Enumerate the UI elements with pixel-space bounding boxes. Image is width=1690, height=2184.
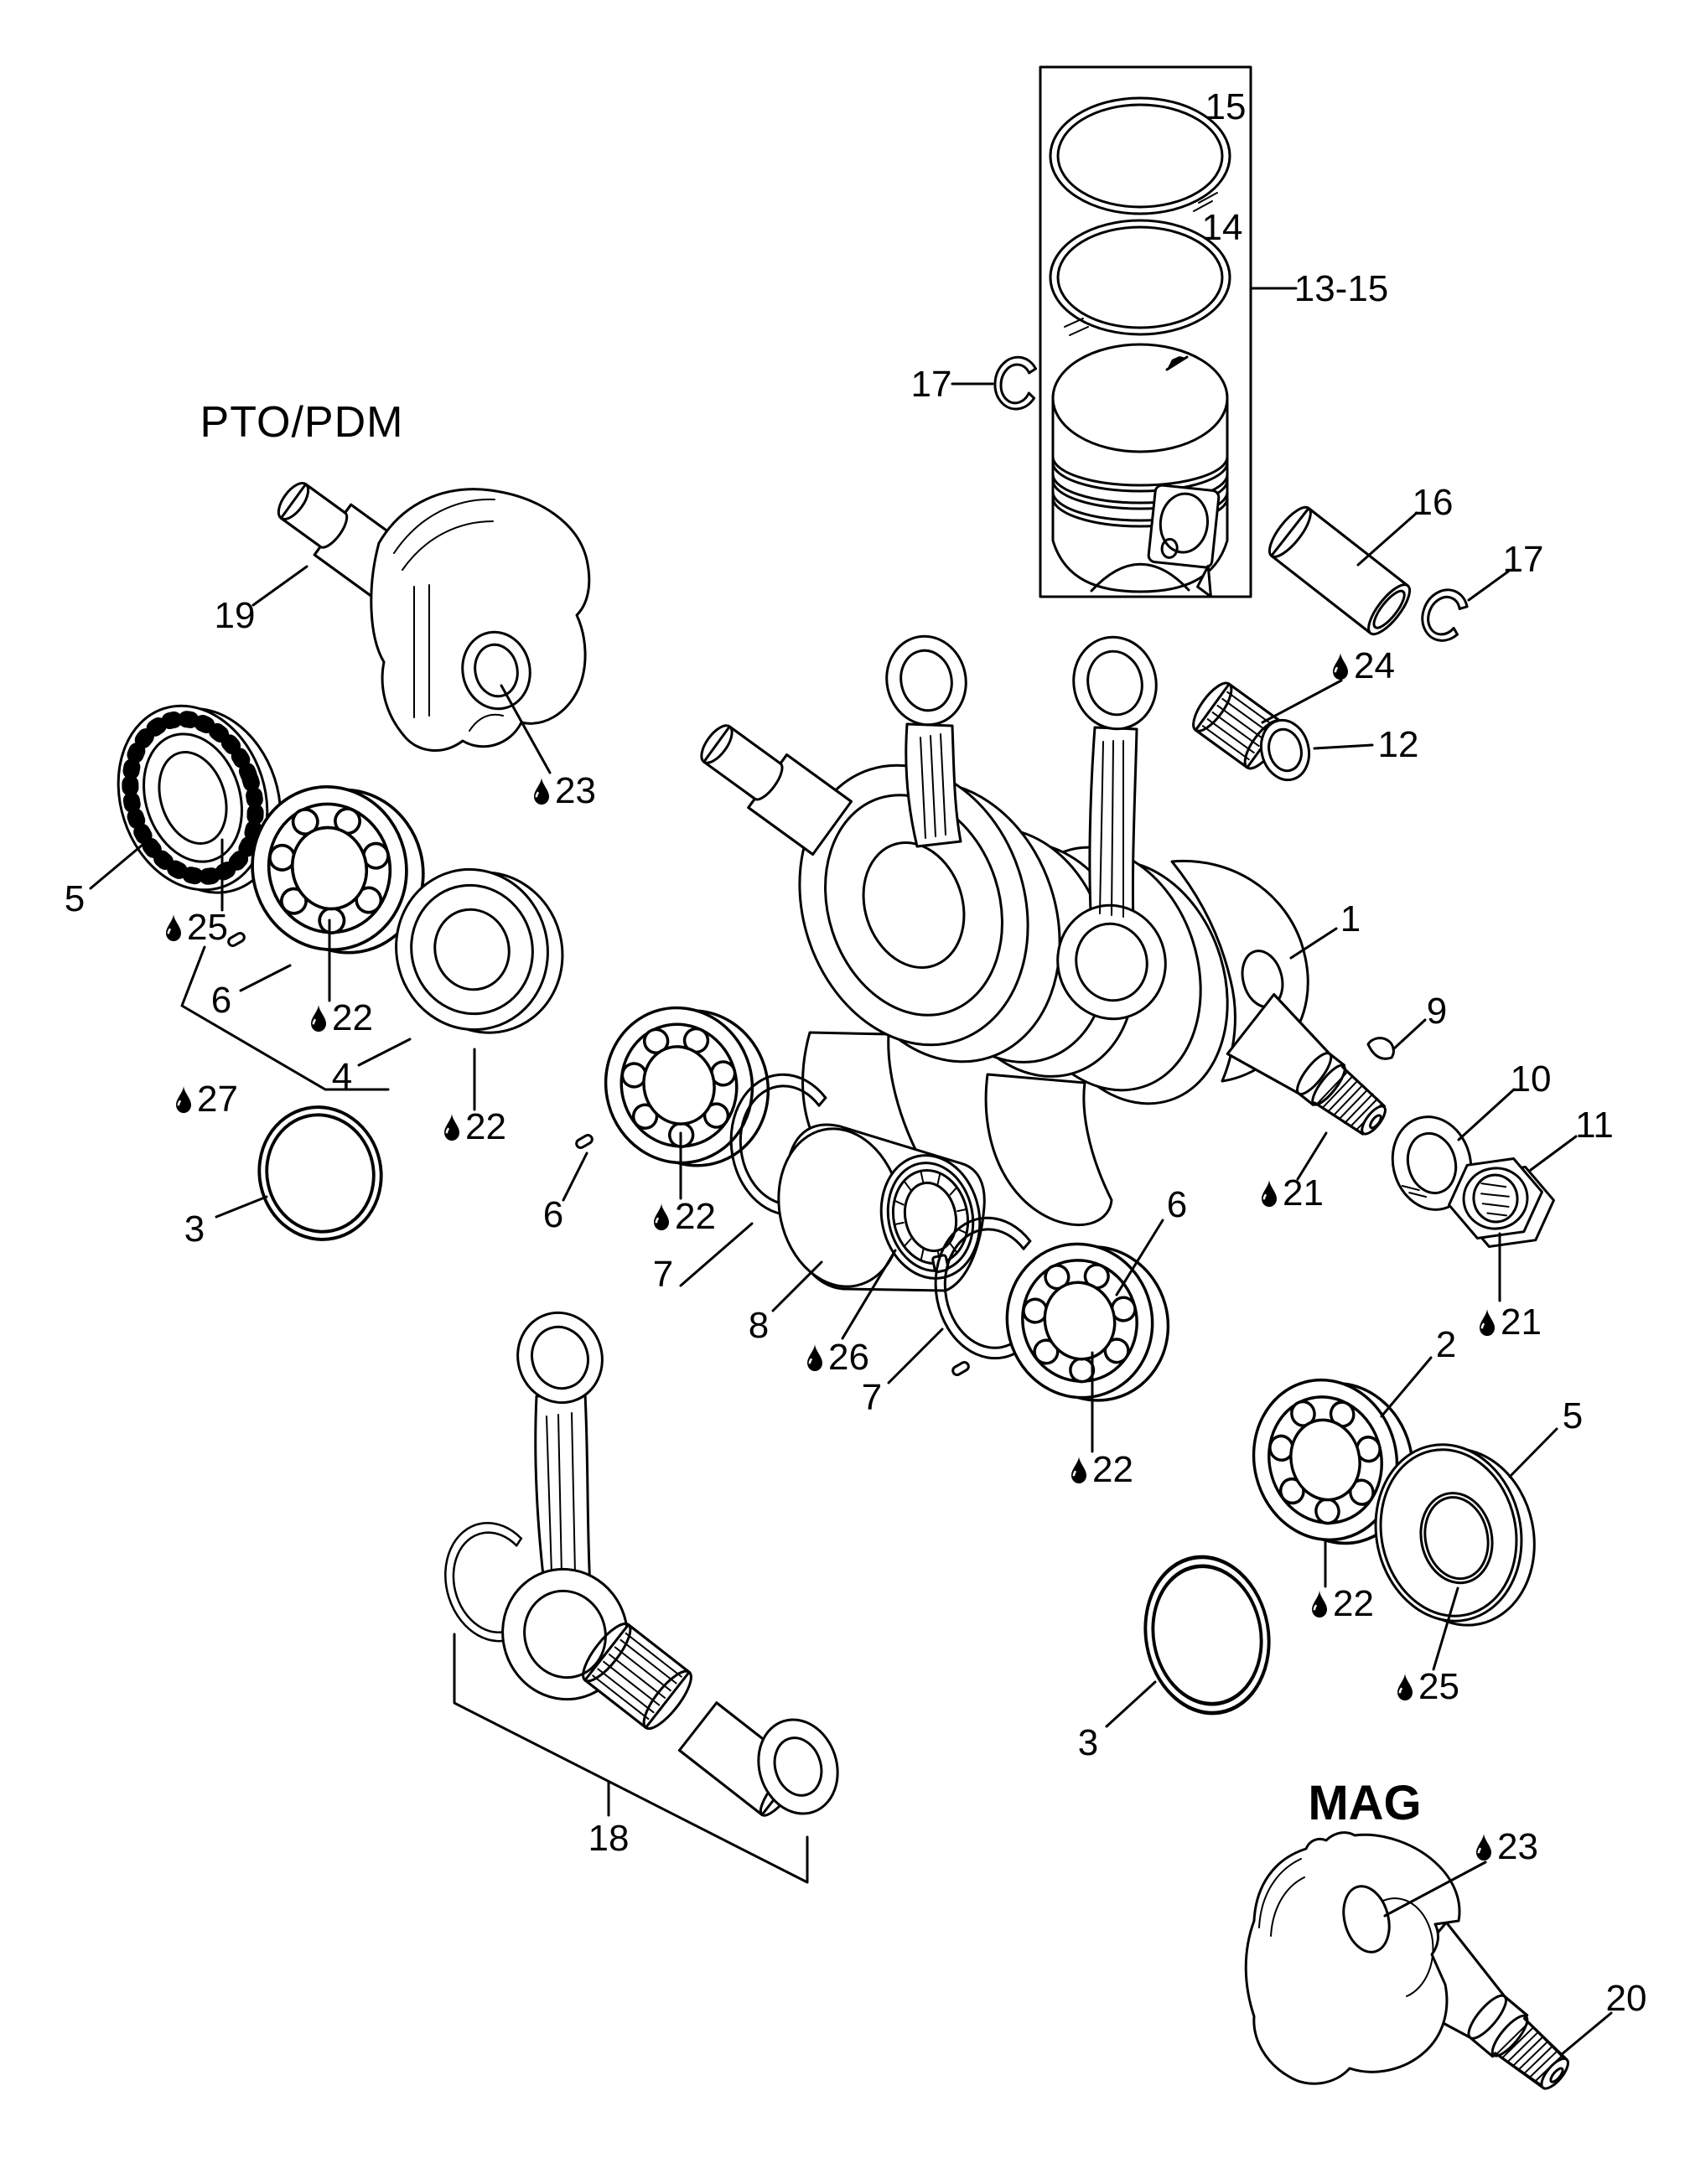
callout-16: 16 [1412, 482, 1454, 523]
callout-oil-25-mag: 25 [1394, 1669, 1459, 1705]
washer-12-part [1259, 718, 1311, 782]
piston-box [1039, 65, 1252, 598]
callout-7-left: 7 [652, 1254, 674, 1295]
callout-12: 12 [1377, 724, 1419, 765]
callout-oil-22-pto-outer: 22 [308, 1000, 373, 1037]
circlip-17-lower-part [1413, 581, 1475, 649]
piston-ring-15 [1049, 96, 1231, 215]
callout-oil-23-mag: 23 [1473, 1829, 1538, 1866]
sleeve-8-part [777, 1123, 986, 1292]
callout-oil-22-center-left: 22 [651, 1198, 716, 1235]
piston-ring-14 [1049, 219, 1231, 336]
seal-5-mag-part [1374, 1443, 1536, 1627]
callout-8: 8 [748, 1305, 770, 1346]
callout-oil-27: 27 [173, 1081, 238, 1118]
oil-drop-icon [1397, 1673, 1413, 1701]
oring-3-mag-part [1133, 1547, 1281, 1723]
callout-11: 11 [1575, 1105, 1614, 1146]
callout-oil-22-center-right: 22 [1068, 1452, 1133, 1488]
oil-drop-icon [176, 1085, 192, 1114]
callout-6-pto: 6 [210, 980, 232, 1021]
callout-3-pto: 3 [184, 1208, 205, 1250]
callout-13-15: 13-15 [1293, 268, 1389, 309]
conrod-assembly-18-part [431, 1311, 839, 1817]
crankshaft-1-part [700, 634, 1387, 1227]
key-9-part [1366, 1037, 1395, 1060]
pto-crank-half-19-part [277, 482, 591, 752]
oil-drop-icon [1071, 1456, 1087, 1484]
callout-5-mag: 5 [1562, 1395, 1584, 1436]
mag-crank-half-20-part [1244, 1831, 1569, 2090]
callout-oil-22-pto-inner: 22 [441, 1109, 506, 1146]
oil-drop-icon [1476, 1833, 1492, 1861]
callout-oil-23-pto: 23 [531, 773, 596, 810]
bearing-4-part [395, 867, 564, 1034]
nut-11-part [1448, 1157, 1555, 1248]
callout-18: 18 [588, 1818, 630, 1859]
callout-10: 10 [1510, 1058, 1552, 1100]
circlip-17-upper-part [990, 353, 1041, 413]
callout-15: 15 [1205, 86, 1247, 127]
oil-drop-icon [1333, 652, 1349, 681]
callout-4: 4 [331, 1056, 353, 1097]
oil-drop-icon [807, 1343, 823, 1372]
callout-oil-24: 24 [1330, 648, 1395, 685]
callout-7-right: 7 [861, 1377, 883, 1418]
callout-20: 20 [1605, 1978, 1647, 2019]
callout-2: 2 [1435, 1324, 1457, 1365]
oil-drop-icon [654, 1203, 670, 1231]
callout-14: 14 [1201, 207, 1243, 248]
callout-6-center-right: 6 [1166, 1184, 1188, 1225]
section-title-mag: MAG [1308, 1776, 1422, 1830]
callout-17-lower: 17 [1502, 539, 1544, 580]
conrod-right [1056, 635, 1167, 1021]
section-title-pto: PTO/PDM [200, 398, 404, 447]
callout-oil-26: 26 [804, 1339, 869, 1376]
callout-9: 9 [1426, 991, 1448, 1032]
oil-drop-icon [1480, 1308, 1496, 1337]
oil-drop-icon [311, 1004, 327, 1032]
callout-5-pto: 5 [64, 878, 86, 919]
dowel-pin-6-pto [226, 930, 247, 949]
dowel-pin-6-center-left [573, 1132, 595, 1151]
dowel-pin-6-center-right [950, 1359, 972, 1378]
bearing-22-center-right [988, 1222, 1187, 1422]
oring-3-pto-part [245, 1094, 396, 1253]
bearing-22-center-left [587, 986, 787, 1188]
oil-drop-icon [1262, 1179, 1278, 1208]
conrod-left [885, 634, 967, 848]
callout-oil-21-shaft: 21 [1258, 1175, 1324, 1212]
callout-oil-21-nut: 21 [1476, 1304, 1542, 1341]
oil-drop-icon [534, 777, 550, 805]
callout-17-upper: 17 [910, 364, 952, 405]
callout-1: 1 [1340, 898, 1361, 939]
needle-bearing-24-part [1192, 681, 1284, 770]
oil-drop-icon [1312, 1590, 1328, 1618]
wrist-pin-16-part [1268, 505, 1412, 636]
callout-19: 19 [214, 595, 256, 636]
seal-5-pto-part [117, 704, 283, 894]
leader-lines [89, 287, 1613, 2057]
lock-washer-10-part [1391, 1115, 1473, 1211]
callout-oil-22-mag: 22 [1309, 1586, 1374, 1622]
callout-oil-25-pto: 25 [163, 909, 228, 946]
callout-3-mag: 3 [1077, 1722, 1099, 1763]
callout-6-center-left: 6 [542, 1194, 564, 1235]
oil-drop-icon [166, 913, 182, 942]
piston-13 [1051, 343, 1229, 598]
oil-drop-icon [444, 1113, 460, 1141]
